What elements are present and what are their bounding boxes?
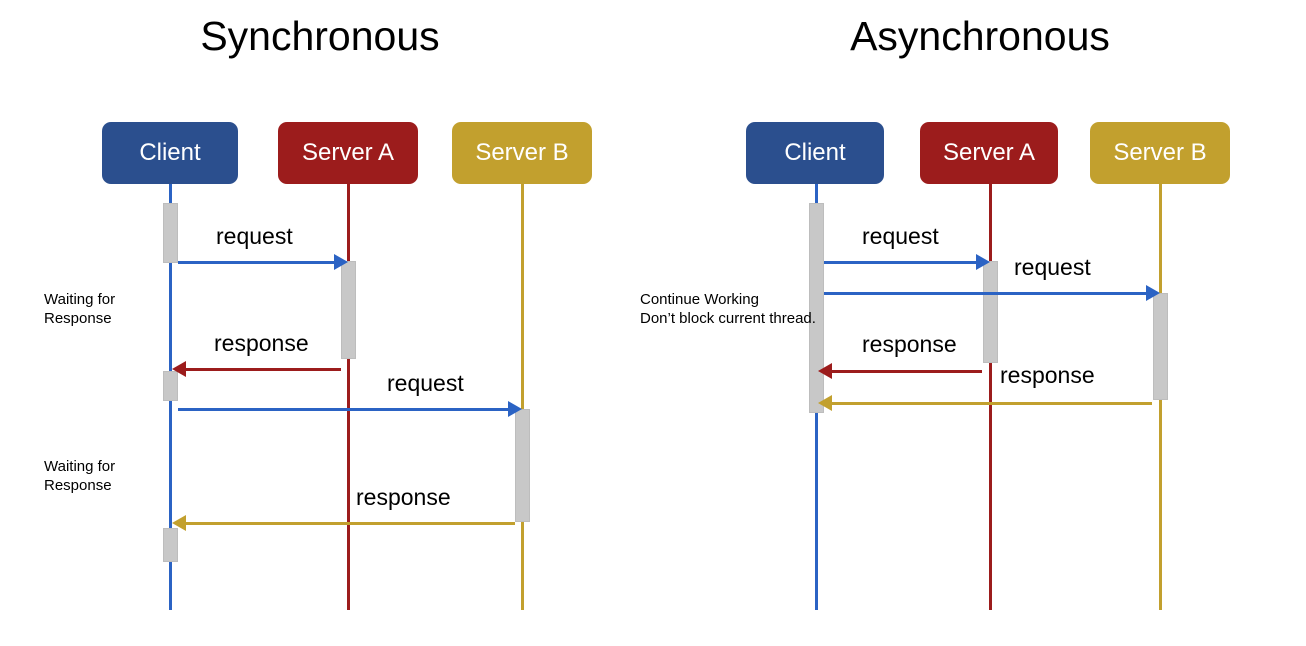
message-label-async-4: response: [1000, 362, 1095, 388]
message-label-async-3: response: [862, 331, 957, 357]
message-line-sync-1: [178, 261, 336, 264]
actor-label: Server B: [475, 139, 569, 166]
panel-asynchronous: Asynchronous Client Server A Server B re…: [640, 0, 1306, 646]
message-line-async-1: [824, 261, 978, 264]
activation-server-b-async: [1153, 293, 1168, 400]
message-line-sync-4: [186, 522, 515, 525]
arrow-head-left-icon: [172, 361, 186, 377]
actor-box-server-a-sync[interactable]: Server A: [278, 122, 418, 184]
message-label-sync-3: request: [387, 370, 464, 396]
arrow-head-right-icon: [508, 401, 522, 417]
message-label-sync-1: request: [216, 223, 293, 249]
actor-label: Client: [139, 139, 201, 166]
arrow-head-left-icon: [818, 395, 832, 411]
message-label-async-1: request: [862, 223, 939, 249]
note-continue-working: Continue Working Don’t block current thr…: [640, 291, 816, 327]
message-line-async-4: [832, 402, 1152, 405]
message-line-async-2: [824, 292, 1150, 295]
actor-box-client-async[interactable]: Client: [746, 122, 884, 184]
panel-title-asynchronous: Asynchronous: [850, 13, 1110, 59]
lifeline-server-b-sync: [521, 184, 524, 610]
note-waiting-for-response-1: Waiting for Response: [44, 291, 116, 327]
note-waiting-for-response-2: Waiting for Response: [44, 458, 116, 494]
activation-client-async: [809, 203, 824, 413]
lifeline-server-a-async: [989, 184, 992, 610]
actor-label: Client: [784, 139, 846, 166]
actor-label: Server A: [301, 139, 395, 166]
message-label-sync-4: response: [356, 484, 451, 510]
lifeline-server-a-sync: [347, 184, 350, 610]
arrow-head-right-icon: [976, 254, 990, 270]
message-line-sync-3: [178, 408, 510, 411]
panel-title-synchronous: Synchronous: [200, 13, 440, 59]
actor-label: Server A: [942, 139, 1036, 166]
activation-client-sync-3: [163, 528, 178, 562]
arrow-head-right-icon: [334, 254, 348, 270]
activation-server-a-sync: [341, 261, 356, 359]
activation-client-sync-1: [163, 203, 178, 263]
arrow-head-left-icon: [818, 363, 832, 379]
arrow-head-right-icon: [1146, 285, 1160, 301]
activation-client-sync-2: [163, 371, 178, 401]
actor-label: Server B: [1113, 139, 1207, 166]
message-line-sync-2: [186, 368, 341, 371]
panel-synchronous: Synchronous Client Server A Server B req…: [0, 0, 640, 646]
actor-box-server-b-async[interactable]: Server B: [1090, 122, 1230, 184]
actor-box-server-b-sync[interactable]: Server B: [452, 122, 592, 184]
arrow-head-left-icon: [172, 515, 186, 531]
message-label-sync-2: response: [214, 330, 309, 356]
message-line-async-3: [832, 370, 982, 373]
actor-box-client-sync[interactable]: Client: [102, 122, 238, 184]
actor-box-server-a-async[interactable]: Server A: [920, 122, 1058, 184]
activation-server-b-sync: [515, 409, 530, 522]
activation-server-a-async: [983, 261, 998, 363]
message-label-async-2: request: [1014, 254, 1091, 280]
